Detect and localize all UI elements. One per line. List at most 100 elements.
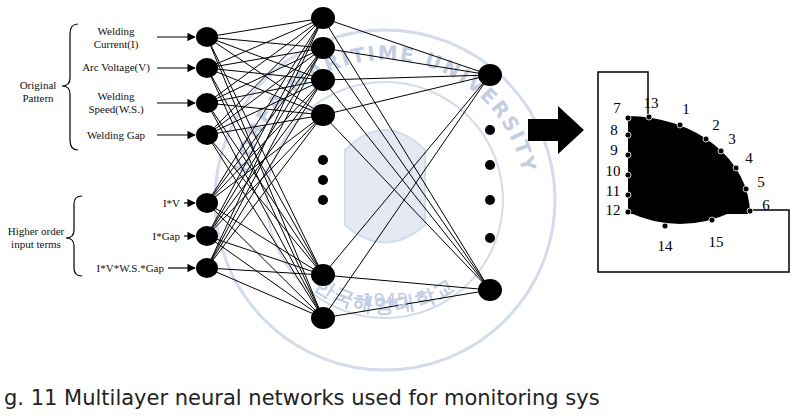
connection-line <box>323 75 490 318</box>
callout-number: 13 <box>644 95 659 112</box>
group-label: Higher order input terms <box>7 225 65 250</box>
callout-number: 10 <box>606 163 621 180</box>
ellipsis-dot <box>318 195 328 205</box>
connection-line <box>207 203 323 318</box>
input-arrow <box>157 67 195 68</box>
ellipsis-dot <box>485 125 495 135</box>
connection-line <box>207 37 323 275</box>
neuron <box>196 93 218 113</box>
callout-number: 6 <box>762 197 770 214</box>
neuron <box>311 37 335 59</box>
neuron <box>311 7 335 29</box>
callout-number: 2 <box>712 117 720 134</box>
connection-line <box>323 275 490 290</box>
connection-line <box>207 236 323 275</box>
group-label: Original Pattern <box>7 79 69 104</box>
callout-number: 7 <box>613 100 621 117</box>
weld-bead <box>628 116 750 214</box>
connection-line <box>323 290 490 318</box>
connection-line <box>207 68 323 80</box>
connection-line <box>207 68 323 275</box>
input-arrow <box>157 102 195 103</box>
figure-caption: g. 11 Multilayer neural networks used fo… <box>4 386 600 410</box>
input-arrow <box>168 267 195 268</box>
connection-line <box>207 37 323 318</box>
bead-point <box>747 208 753 214</box>
connection-line <box>207 135 323 318</box>
input-arrow <box>184 235 195 236</box>
callout-number: 3 <box>728 131 736 148</box>
connection-line <box>323 75 490 275</box>
input-arrow <box>157 134 195 135</box>
connection-line <box>207 18 323 37</box>
connection-line <box>207 18 323 268</box>
neuron <box>311 69 335 91</box>
connection-line <box>207 135 323 275</box>
bead-points <box>625 114 753 229</box>
bead-point <box>625 192 631 198</box>
bead-point <box>625 132 631 138</box>
neuron <box>196 226 218 246</box>
connection-line <box>207 80 323 268</box>
connection-line <box>323 48 490 75</box>
neuron <box>478 64 502 86</box>
callout-number: 5 <box>757 174 765 191</box>
input-label: Welding Current(I) <box>78 25 154 50</box>
block-arrow <box>528 106 584 154</box>
network-connections <box>207 18 490 318</box>
bead-point <box>703 136 709 142</box>
input-label: Welding Speed(W.S.) <box>78 90 154 115</box>
neuron <box>196 258 218 278</box>
connection-line <box>207 18 323 236</box>
connection-line <box>207 268 323 318</box>
bead-point <box>743 186 749 192</box>
bead-point <box>625 209 631 215</box>
input-label: Arc Voltage(V) <box>78 61 154 74</box>
bead-point <box>625 152 631 158</box>
callout-number: 14 <box>658 238 673 255</box>
callout-number: 11 <box>606 183 620 200</box>
bracket <box>66 196 82 276</box>
neuron <box>196 27 218 47</box>
bead-point <box>625 172 631 178</box>
neuron <box>311 264 335 286</box>
watermark-text: 1945 <box>362 290 408 311</box>
connection-line <box>207 48 323 268</box>
connection-line <box>323 75 490 80</box>
input-label: I*V*W.S.*Gap <box>97 262 164 275</box>
weld-penetration <box>628 212 732 224</box>
input-label: I*V <box>163 197 180 210</box>
input-label: Welding Gap <box>78 129 154 142</box>
bead-point <box>662 223 668 229</box>
callout-number: 8 <box>610 122 618 139</box>
neuron <box>311 307 335 329</box>
input-arrow <box>184 202 195 203</box>
input-arrow <box>157 36 195 37</box>
seal-ring <box>215 30 555 370</box>
connection-line <box>207 115 323 236</box>
callout-number: 4 <box>745 150 753 167</box>
ellipsis-dot <box>485 160 495 170</box>
bracket <box>62 24 78 150</box>
connection-line <box>207 68 323 318</box>
neurons <box>196 7 502 329</box>
neuron <box>478 279 502 301</box>
connection-line <box>323 18 490 75</box>
input-label: I*Gap <box>153 230 181 243</box>
connection-line <box>207 103 323 318</box>
bead-point <box>625 115 631 121</box>
ellipsis-dot <box>318 155 328 165</box>
callout-number: 12 <box>606 202 621 219</box>
connection-line <box>207 236 323 318</box>
ellipsis-dot <box>318 175 328 185</box>
connection-line <box>323 18 490 290</box>
connection-line <box>323 48 490 290</box>
neuron <box>311 104 335 126</box>
connection-line <box>323 75 490 115</box>
connection-line <box>323 115 490 290</box>
bead-point <box>646 114 652 120</box>
neuron <box>196 58 218 78</box>
connection-line <box>207 48 323 203</box>
connection-line <box>207 115 323 268</box>
